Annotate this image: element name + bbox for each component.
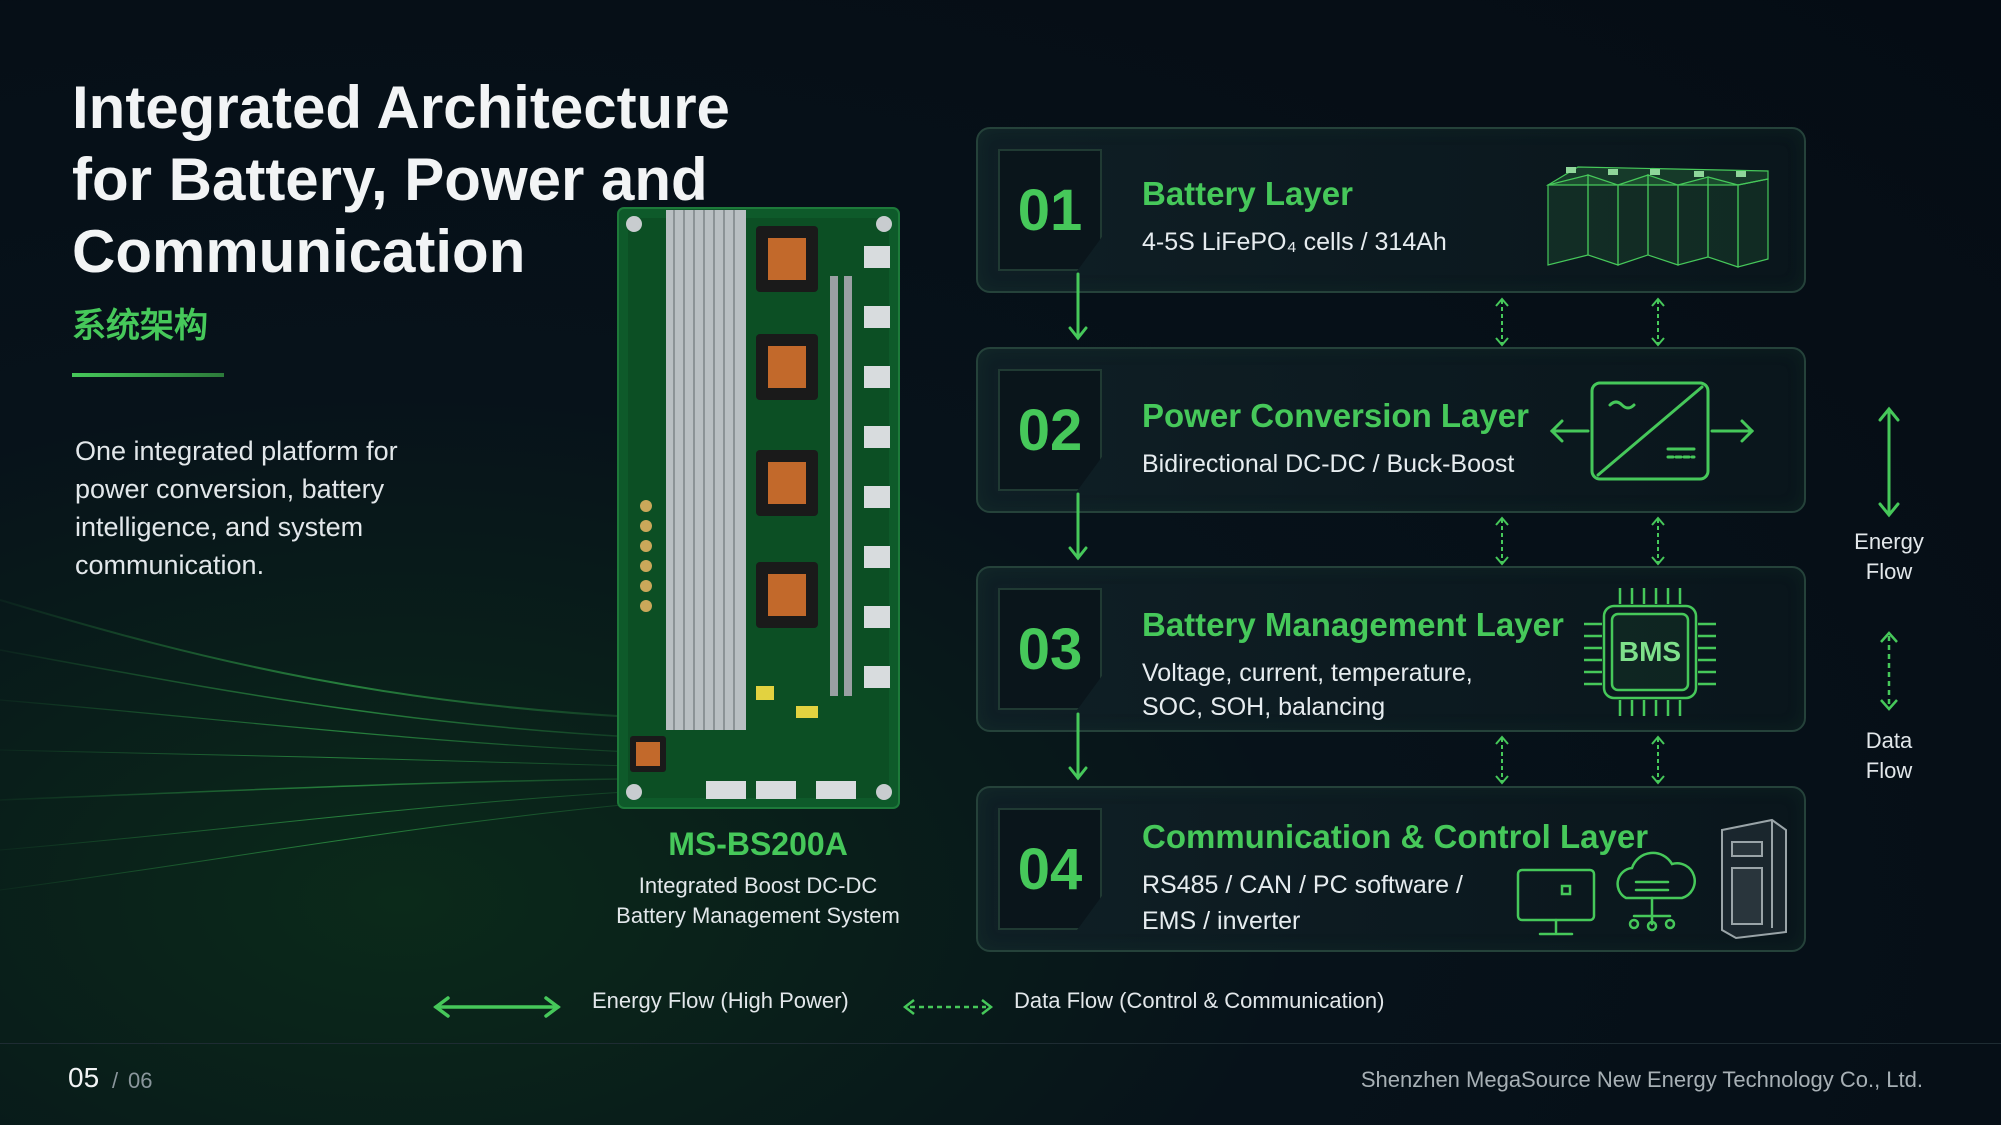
layer-desc-line1: RS485 / CAN / PC software / xyxy=(1142,871,1463,899)
data-arrow-3a xyxy=(1495,735,1509,785)
pcb-board-image xyxy=(617,207,900,809)
board-desc-line2: Battery Management System xyxy=(616,903,900,928)
side-energy-line2: Flow xyxy=(1865,559,1913,584)
data-flow-side-arrow xyxy=(1880,631,1898,711)
page-number-current: 05 xyxy=(68,1062,100,1093)
layer-power-conversion: 02 Power Conversion Layer Bidirectional … xyxy=(976,347,1806,513)
layer-title: Battery Management Layer xyxy=(1142,606,1564,643)
page-title: Integrated Architecture for Battery, Pow… xyxy=(72,74,730,285)
board-desc-line1: Integrated Boost DC-DC xyxy=(638,873,878,898)
bms-chip-label: BMS xyxy=(1619,636,1681,667)
page-subtitle-cn: 系统架构 xyxy=(72,306,208,346)
page-number-total: 06 xyxy=(128,1068,153,1093)
glow-lines-decoration xyxy=(0,599,700,891)
layer-desc-line2: SOC, SOH, balancing xyxy=(1142,693,1386,721)
layer-battery: 01 Battery Layer 4-5S LiFePO₄ cells / 31… xyxy=(976,127,1806,293)
side-data-line2: Flow xyxy=(1865,758,1913,783)
layer-number: 04 xyxy=(998,808,1102,930)
layer-number: 03 xyxy=(998,588,1102,710)
data-arrow-1a xyxy=(1495,297,1509,347)
legend-data-arrow xyxy=(902,999,994,1015)
company-name: Shenzhen MegaSource New Energy Technolog… xyxy=(1360,1067,1923,1092)
layer-title: Communication & Control Layer xyxy=(1142,818,1649,855)
page-number-separator: / xyxy=(112,1068,119,1093)
legend-data-label: Data Flow (Control & Communication) xyxy=(1014,988,1385,1013)
energy-arrow-down-1 xyxy=(1068,272,1088,341)
layer-desc: Bidirectional DC-DC / Buck-Boost xyxy=(1142,450,1515,478)
monitor-cloud-cabinet-icon xyxy=(1516,818,1787,940)
data-arrow-3b xyxy=(1651,735,1665,785)
layer-title: Battery Layer xyxy=(1142,175,1353,212)
layer-battery-management: 03 Battery Management Layer Voltage, cur… xyxy=(976,566,1806,732)
intro-text: One integrated platform for power conver… xyxy=(75,436,398,580)
layer-number: 01 xyxy=(998,149,1102,271)
title-underline xyxy=(72,373,224,377)
dc-dc-converter-icon xyxy=(1549,381,1755,481)
data-arrow-2b xyxy=(1651,516,1665,566)
layer-number: 02 xyxy=(998,369,1102,491)
data-arrow-2a xyxy=(1495,516,1509,566)
bms-chip-icon: BMS xyxy=(1584,588,1716,716)
battery-cells-icon xyxy=(1545,166,1769,268)
legend-energy-label: Energy Flow (High Power) xyxy=(592,988,849,1013)
legend-energy-arrow xyxy=(433,996,561,1018)
energy-arrow-down-2 xyxy=(1068,492,1088,561)
side-data-line1: Data xyxy=(1865,728,1913,753)
side-label-data: Data Flow xyxy=(1829,726,1949,786)
energy-arrow-down-3 xyxy=(1068,712,1088,781)
board-caption: MS-BS200A Integrated Boost DC-DC Battery… xyxy=(600,826,916,931)
layer-communication-control: 04 Communication & Control Layer RS485 /… xyxy=(976,786,1806,952)
layer-desc-line1: Voltage, current, temperature, xyxy=(1142,659,1473,687)
layer-desc: 4-5S LiFePO₄ cells / 314Ah xyxy=(1142,228,1447,256)
side-energy-line1: Energy xyxy=(1854,529,1924,554)
layer-title: Power Conversion Layer xyxy=(1142,397,1529,434)
energy-flow-side-arrow xyxy=(1878,406,1900,518)
board-model: MS-BS200A xyxy=(668,826,848,862)
data-arrow-1b xyxy=(1651,297,1665,347)
layer-desc-line2: EMS / inverter xyxy=(1142,907,1301,935)
footer-divider xyxy=(0,1043,2001,1044)
side-label-energy: Energy Flow xyxy=(1829,527,1949,587)
